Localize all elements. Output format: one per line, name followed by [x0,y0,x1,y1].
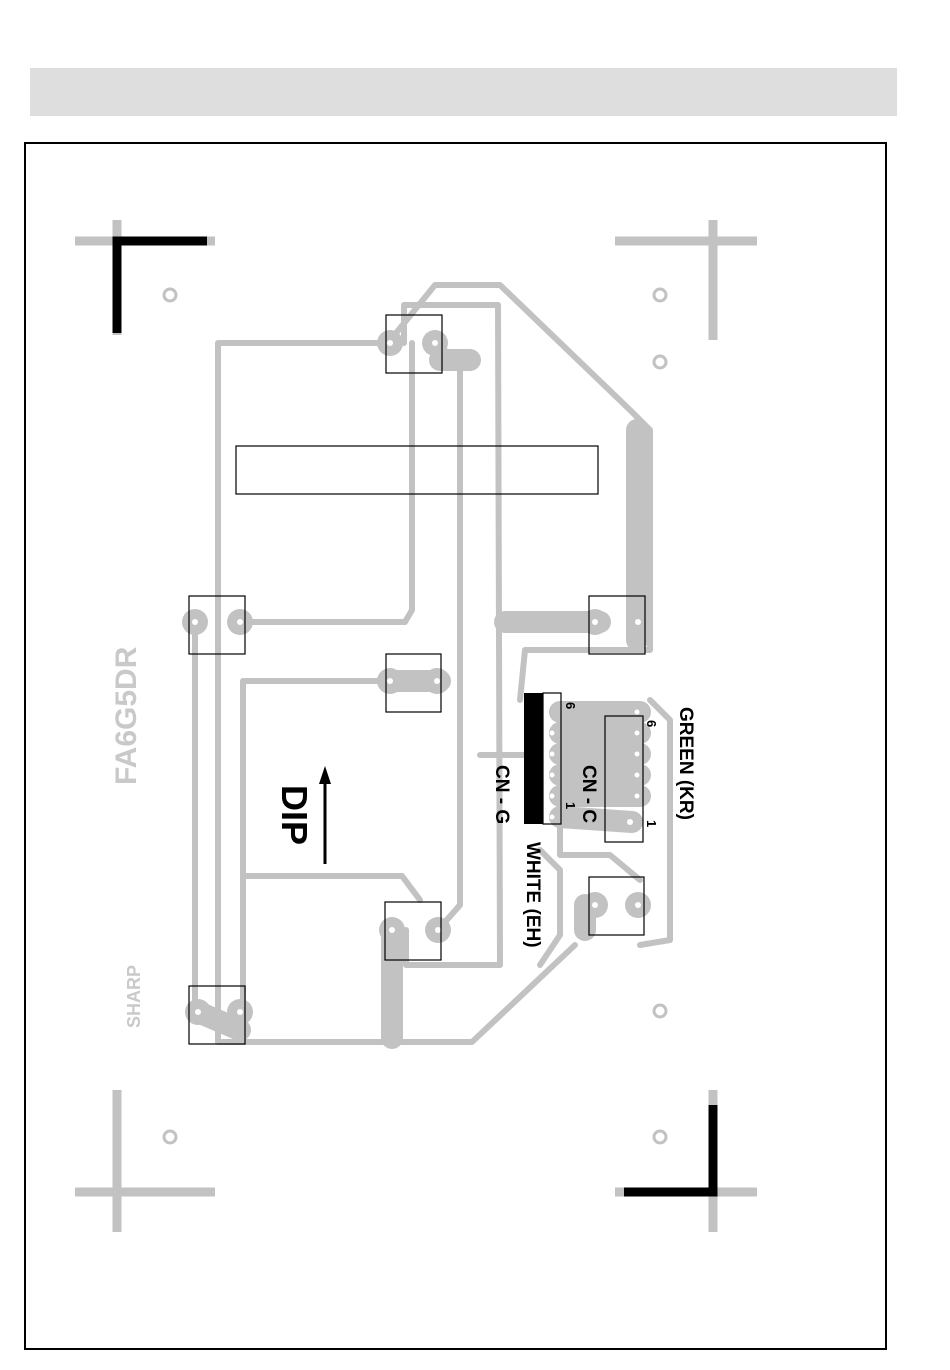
dip-label: DIP [274,785,315,845]
part-number-mirrored: FA6G5DR [110,646,143,785]
arrow-up-icon [319,766,331,864]
cn-g-pin6-label: 6 [563,702,578,709]
cn-c-pin6-label: 6 [644,720,659,727]
cn-c-label: CN - C [578,765,599,823]
white-eh-label: WHITE (EH) [522,842,543,948]
green-kr-label: GREEN (KR) [675,707,696,820]
cn-g-pin1-label: 1 [563,802,578,809]
cn-g-label: CN - G [491,765,512,824]
cn-g-connector-body [524,693,543,824]
cn-c-pin1-label: 1 [644,820,659,827]
brand-mirrored: SHARP [124,965,144,1028]
